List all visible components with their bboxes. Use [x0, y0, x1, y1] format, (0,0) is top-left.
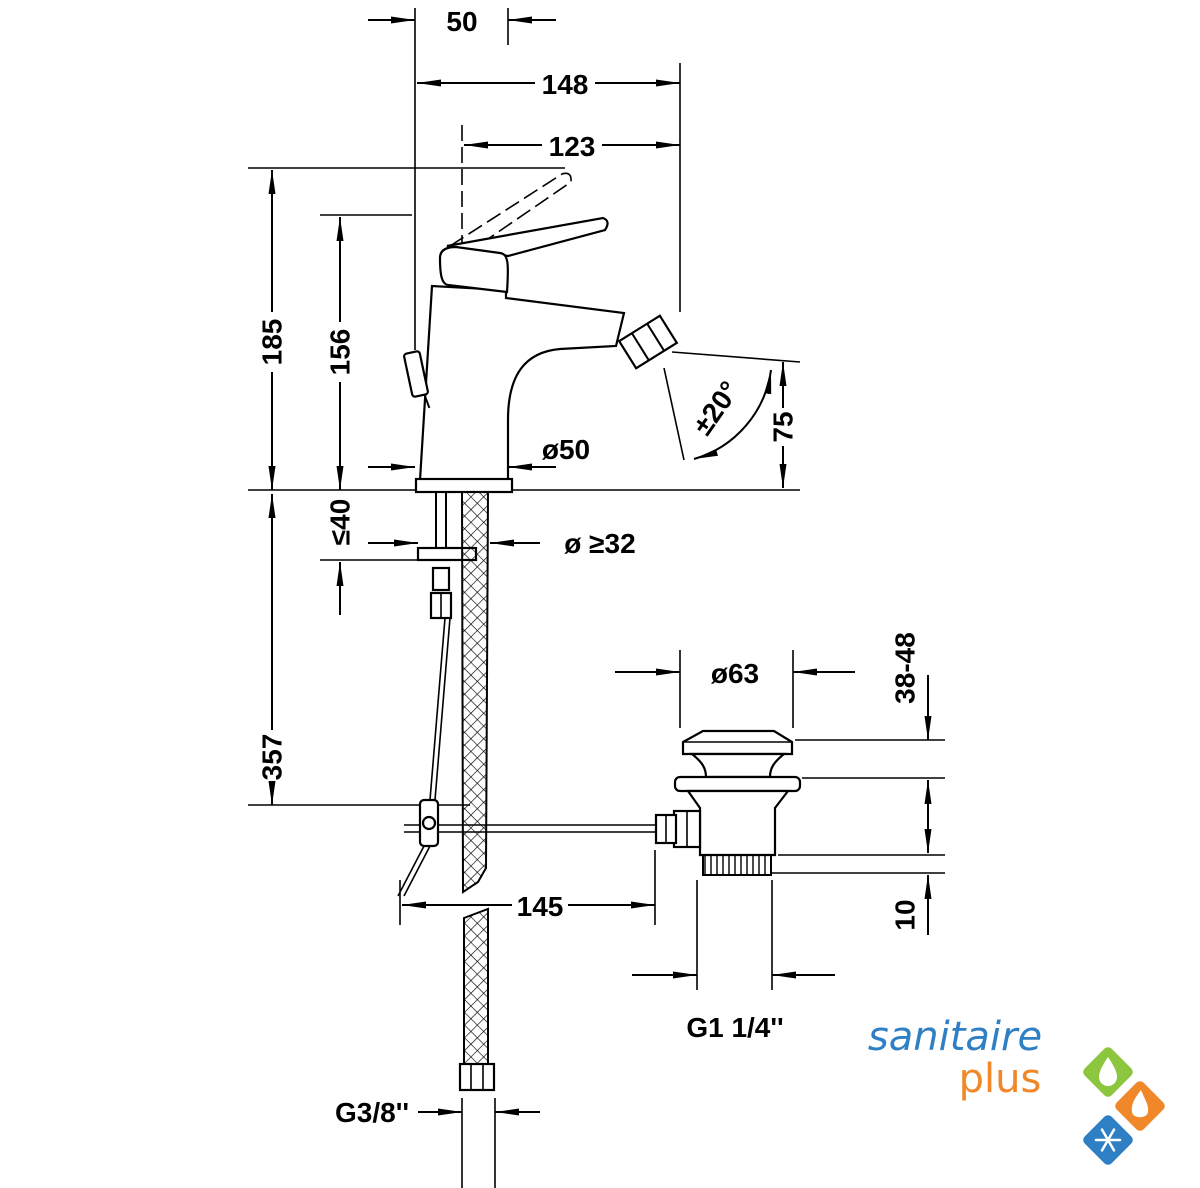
sanitaire-plus-logo: sanitaire plus [868, 1014, 1165, 1165]
handle-cartridge [438, 245, 509, 294]
dim-label: ≤40 [325, 499, 356, 546]
clevis-screw [421, 815, 437, 831]
dimension-waste-diameter: ø63 [615, 658, 855, 689]
dim-label: 38-48 [890, 632, 921, 704]
dimension-hose-thread: G3/8'' [335, 1097, 540, 1128]
dimension-overall-depth: 148 [417, 69, 680, 100]
dim-label: 10 [890, 899, 921, 930]
knob-body [403, 350, 429, 398]
nozzle-groove [631, 332, 650, 361]
dim-label: ±20° [687, 375, 745, 440]
extension-lines [248, 8, 945, 1188]
dimension-outlet-height: 75 [768, 362, 799, 488]
dimension-overall-height: 185 [257, 170, 288, 490]
hose-segment-lower [463, 907, 489, 1065]
dimension-hose-length: 357 [257, 494, 288, 805]
water-drop-icon [1099, 1057, 1117, 1086]
dim-label: ø50 [542, 434, 590, 465]
logo-green-diamond [1083, 1047, 1133, 1097]
logo-blue-diamond [1083, 1115, 1133, 1165]
lift-rod [434, 617, 451, 801]
snowflake-icon [1094, 1128, 1122, 1152]
lever-rod [397, 845, 425, 897]
popup-waste [654, 729, 802, 876]
snowflake-arm [1100, 1128, 1116, 1152]
dimension-base-diameter: ø50 [368, 434, 590, 471]
angle-arc [693, 369, 772, 460]
dim-label: ø63 [711, 658, 759, 689]
plug-neck [688, 752, 788, 779]
dimension-waste-gap: 10 [890, 875, 932, 935]
spray-line-upper [671, 351, 801, 363]
lift-rod [429, 617, 446, 801]
spray-nozzle [617, 314, 679, 370]
hose-nut [458, 1062, 496, 1092]
dimension-spray-angle: ±20° [663, 351, 801, 461]
faucet-body [418, 284, 626, 482]
faucet-base [414, 477, 514, 494]
logo-orange-diamond [1115, 1081, 1165, 1131]
flex-hose [458, 491, 496, 1092]
lever-handle [446, 216, 609, 258]
dim-label: G1 1/4'' [686, 1012, 783, 1043]
fixing-nut [431, 566, 451, 592]
spray-line-lower [663, 367, 685, 461]
waste-flange [673, 775, 802, 793]
flame-icon [1131, 1090, 1149, 1118]
dimension-top-offset: 50 [368, 6, 556, 37]
knob-stem [423, 394, 431, 409]
dimension-waste-thread: G1 1/4'' [632, 971, 835, 1043]
dim-label: 50 [446, 6, 477, 37]
waste-body [685, 789, 791, 857]
dim-label: 185 [257, 319, 288, 366]
faucet [403, 172, 679, 494]
dim-label: 75 [768, 411, 799, 442]
waste-thread [702, 854, 772, 876]
lever-rod [403, 845, 431, 897]
nozzle-body [617, 314, 679, 370]
logo-word-plus: plus [959, 1056, 1042, 1102]
dimension-tap-hole: ø ≥32 [368, 528, 636, 559]
dim-label: 357 [257, 734, 288, 781]
dimension-waste-adjust: 38-48 [890, 632, 932, 853]
dim-label: ø ≥32 [564, 528, 635, 559]
popup-knob [403, 350, 431, 409]
nozzle-groove [646, 323, 665, 352]
popup-linkage [397, 617, 656, 897]
logo-word-sanitaire: sanitaire [868, 1014, 1042, 1060]
dim-label: G3/8'' [335, 1097, 409, 1128]
lever-alt-position [449, 172, 572, 251]
dimension-spout-projection: 123 [464, 131, 680, 162]
dimension-rod-length: 145 [402, 891, 655, 922]
dim-label: 123 [549, 131, 596, 162]
dimension-lever-height: 156 [325, 217, 356, 490]
dimension-deck-thickness: ≤40 [325, 499, 356, 615]
dim-label: 156 [325, 329, 356, 376]
dim-label: 145 [517, 891, 564, 922]
dim-label: 148 [542, 69, 589, 100]
